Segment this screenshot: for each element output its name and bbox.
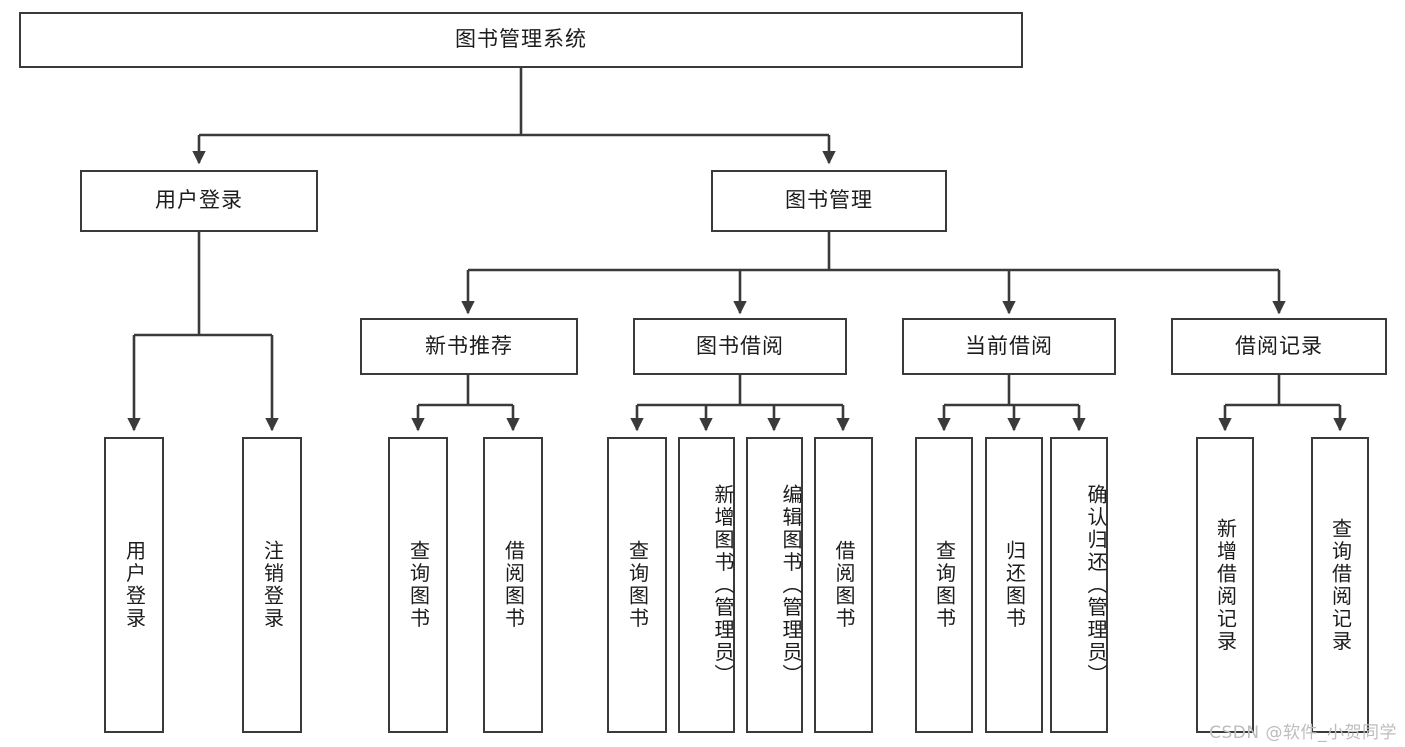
node-leaf-query-book-2-label: 查询图书 bbox=[625, 540, 650, 630]
node-book-manage-label: 图书管理 bbox=[785, 188, 873, 213]
node-leaf-confirm-return[interactable]: 确认归还（管理员） bbox=[1050, 437, 1108, 733]
node-book-manage[interactable]: 图书管理 bbox=[711, 170, 947, 232]
node-leaf-query-book-1-label: 查询图书 bbox=[406, 540, 431, 630]
node-user-login-label: 用户登录 bbox=[155, 188, 243, 213]
node-new-book-rec-label: 新书推荐 bbox=[425, 333, 513, 358]
node-leaf-query-book-3[interactable]: 查询图书 bbox=[915, 437, 973, 733]
node-leaf-user-login-label: 用户登录 bbox=[122, 540, 147, 630]
node-root[interactable]: 图书管理系统 bbox=[19, 12, 1023, 68]
node-leaf-add-book-label: 新增图书（管理员） bbox=[711, 483, 735, 687]
node-book-borrow-label: 图书借阅 bbox=[696, 333, 784, 358]
node-leaf-borrow-book-2[interactable]: 借阅图书 bbox=[814, 437, 873, 733]
node-leaf-query-record-label: 查询借阅记录 bbox=[1328, 517, 1353, 653]
node-current-borrow[interactable]: 当前借阅 bbox=[902, 318, 1116, 375]
node-leaf-query-record[interactable]: 查询借阅记录 bbox=[1311, 437, 1369, 733]
node-leaf-return-book-label: 归还图书 bbox=[1002, 540, 1027, 630]
node-leaf-add-record-label: 新增借阅记录 bbox=[1213, 517, 1238, 653]
node-leaf-user-login[interactable]: 用户登录 bbox=[104, 437, 164, 733]
node-borrow-record-label: 借阅记录 bbox=[1235, 333, 1323, 358]
node-leaf-add-record[interactable]: 新增借阅记录 bbox=[1196, 437, 1254, 733]
node-leaf-user-logout[interactable]: 注销登录 bbox=[242, 437, 302, 733]
node-leaf-query-book-1[interactable]: 查询图书 bbox=[388, 437, 448, 733]
node-leaf-edit-book[interactable]: 编辑图书（管理员） bbox=[746, 437, 803, 733]
node-leaf-edit-book-label: 编辑图书（管理员） bbox=[779, 483, 803, 687]
node-leaf-user-logout-label: 注销登录 bbox=[260, 540, 285, 630]
node-leaf-borrow-book-1[interactable]: 借阅图书 bbox=[483, 437, 543, 733]
node-leaf-confirm-return-label: 确认归还（管理员） bbox=[1084, 483, 1108, 687]
node-leaf-borrow-book-2-label: 借阅图书 bbox=[832, 540, 856, 630]
node-leaf-return-book[interactable]: 归还图书 bbox=[985, 437, 1043, 733]
node-leaf-borrow-book-1-label: 借阅图书 bbox=[501, 540, 526, 630]
node-leaf-query-book-2[interactable]: 查询图书 bbox=[607, 437, 667, 733]
node-root-label: 图书管理系统 bbox=[455, 27, 587, 52]
node-user-login[interactable]: 用户登录 bbox=[80, 170, 318, 232]
node-leaf-add-book[interactable]: 新增图书（管理员） bbox=[678, 437, 735, 733]
watermark: CSDN @软件_小贺同学 bbox=[1209, 723, 1397, 743]
node-new-book-rec[interactable]: 新书推荐 bbox=[360, 318, 578, 375]
node-book-borrow[interactable]: 图书借阅 bbox=[633, 318, 847, 375]
node-borrow-record[interactable]: 借阅记录 bbox=[1171, 318, 1387, 375]
node-leaf-query-book-3-label: 查询图书 bbox=[932, 540, 957, 630]
node-current-borrow-label: 当前借阅 bbox=[965, 333, 1053, 358]
